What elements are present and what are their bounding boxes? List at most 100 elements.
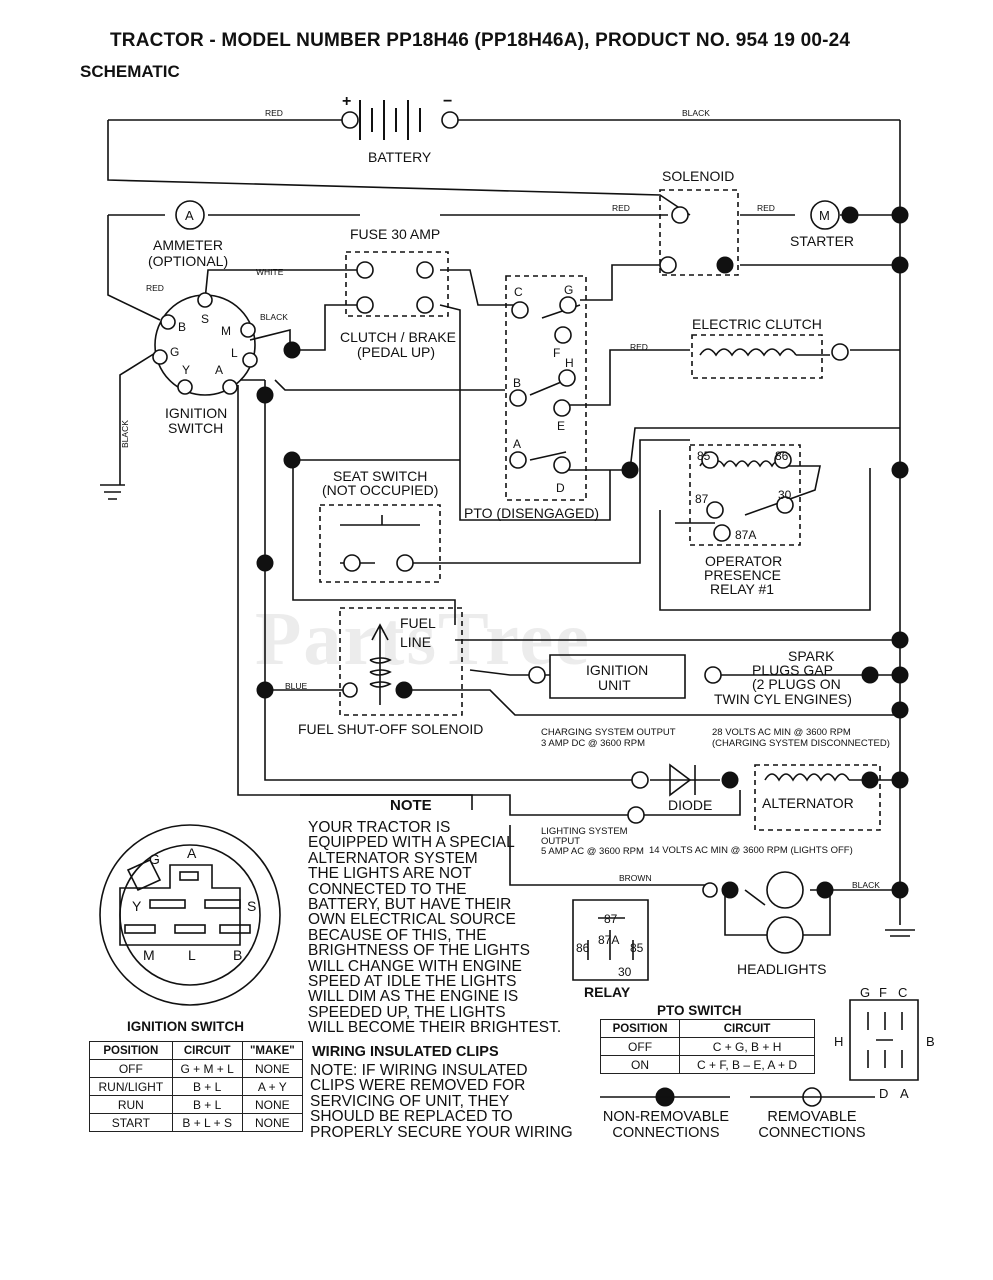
wire-red-starter: RED bbox=[757, 203, 775, 213]
ign-terminal-y: Y bbox=[182, 363, 190, 377]
pto-diagram-g: G bbox=[860, 985, 870, 1000]
page-subtitle: SCHEMATIC bbox=[80, 62, 180, 81]
legend-line: NON-REMOVABLE bbox=[602, 1109, 730, 1125]
wire-black-ground: BLACK bbox=[120, 420, 130, 448]
note-line: WILL CHANGE WITH ENGINE bbox=[308, 957, 522, 975]
pto-switch-table: POSITION CIRCUIT OFF C + G, B + H ON C +… bbox=[599, 1019, 815, 1074]
plug-letter-m: M bbox=[143, 947, 155, 963]
wire-red-solenoid: RED bbox=[612, 203, 630, 213]
ign-terminal-l: L bbox=[231, 346, 238, 360]
headlights-label: HEADLIGHTS bbox=[737, 961, 826, 977]
pto-diagram-b: B bbox=[926, 1034, 935, 1049]
table-row: RUN B + L NONE bbox=[89, 1095, 304, 1114]
plug-letter-g: G bbox=[149, 851, 160, 867]
relay-diagram-86: 86 bbox=[576, 941, 590, 955]
pto-diagram-d: D bbox=[879, 1086, 888, 1101]
diode-label: DIODE bbox=[668, 797, 712, 813]
lighting-output-label: LIGHTING SYSTEM bbox=[541, 826, 628, 837]
wire-white: WHITE bbox=[256, 267, 284, 277]
note-text: YOUR TRACTOR IS EQUIPPED WITH A SPECIAL … bbox=[308, 820, 561, 1036]
pto-diagram-c: C bbox=[898, 985, 907, 1000]
table-header: CIRCUIT bbox=[171, 1041, 243, 1060]
note-line: ALTERNATOR SYSTEM bbox=[308, 849, 478, 867]
ignition-table-caption: IGNITION SWITCH bbox=[127, 1019, 244, 1034]
plug-letter-y: Y bbox=[132, 898, 142, 914]
pto-terminal-a: A bbox=[513, 437, 521, 451]
pto-diagram-a: A bbox=[900, 1086, 909, 1101]
table-row: ON C + F, B – E, A + D bbox=[599, 1055, 815, 1074]
relay-terminal-30: 30 bbox=[778, 488, 792, 502]
clips-line: SERVICING OF UNIT, THEY bbox=[310, 1092, 510, 1110]
note-line: THE LIGHTS ARE NOT bbox=[308, 865, 472, 883]
relay-diagram-85: 85 bbox=[630, 941, 644, 955]
pto-diagram-h: H bbox=[834, 1034, 843, 1049]
solenoid-label: SOLENOID bbox=[662, 168, 734, 184]
legend-non-removable: NON-REMOVABLE CONNECTIONS bbox=[596, 1109, 736, 1141]
table-cell: B + L bbox=[171, 1077, 243, 1096]
wire-black-ignition: BLACK bbox=[260, 312, 288, 322]
ignition-switch-label-2: SWITCH bbox=[168, 420, 223, 436]
relay-terminal-87a: 87A bbox=[735, 528, 756, 542]
fuel-solenoid-label: FUEL SHUT-OFF SOLENOID bbox=[298, 721, 483, 737]
pto-terminal-g: G bbox=[564, 283, 573, 297]
starter-motor-symbol: M bbox=[819, 208, 830, 223]
spark-plugs-label: SPARK bbox=[788, 648, 835, 664]
note-title: NOTE bbox=[390, 797, 432, 814]
battery-negative-sign: − bbox=[443, 93, 452, 110]
relay-terminal-86: 86 bbox=[775, 449, 789, 463]
seat-switch-state: (NOT OCCUPIED) bbox=[322, 482, 438, 498]
wire-red-battery: RED bbox=[265, 108, 283, 118]
note-line: OWN ELECTRICAL SOURCE bbox=[308, 911, 516, 929]
legend-line: CONNECTIONS bbox=[758, 1125, 866, 1141]
note-line: WILL BECOME THEIR BRIGHTEST. bbox=[308, 1019, 562, 1037]
relay-label-1: OPERATOR bbox=[705, 553, 782, 569]
watermark: PartsTree bbox=[255, 597, 591, 681]
table-cell: C + F, B – E, A + D bbox=[679, 1055, 815, 1074]
table-cell: NONE bbox=[241, 1113, 304, 1132]
note-line: YOUR TRACTOR IS bbox=[308, 819, 451, 836]
pto-terminal-f: F bbox=[553, 346, 560, 360]
table-header: "MAKE" bbox=[241, 1041, 304, 1060]
plug-letter-l: L bbox=[188, 947, 196, 963]
pto-table-caption: PTO SWITCH bbox=[657, 1003, 742, 1018]
table-cell: C + G, B + H bbox=[679, 1037, 815, 1056]
wire-red-ignition: RED bbox=[146, 283, 164, 293]
lighting-output-label-2: OUTPUT bbox=[541, 836, 580, 847]
battery-label: BATTERY bbox=[368, 149, 432, 165]
table-cell: OFF bbox=[89, 1059, 173, 1078]
table-cell: NONE bbox=[241, 1059, 304, 1078]
spark-plugs-label-4: TWIN CYL ENGINES) bbox=[714, 691, 852, 707]
ign-terminal-b: B bbox=[178, 320, 186, 334]
plug-letter-s: S bbox=[247, 898, 256, 914]
relay-diagram-87a: 87A bbox=[598, 933, 619, 947]
relay-diagram-30: 30 bbox=[618, 965, 632, 979]
table-cell: B + L + S bbox=[171, 1113, 243, 1132]
seat-switch-label: SEAT SWITCH bbox=[333, 468, 427, 484]
plug-letter-b: B bbox=[233, 947, 242, 963]
ignition-switch-label: IGNITION bbox=[165, 405, 227, 421]
clutch-brake-state: (PEDAL UP) bbox=[357, 344, 435, 360]
table-row: RUN/LIGHT B + L A + Y bbox=[89, 1077, 304, 1096]
table-cell: RUN/LIGHT bbox=[89, 1077, 173, 1096]
lighting-output-value: 5 AMP AC @ 3600 RPM bbox=[541, 846, 644, 857]
electric-clutch-label: ELECTRIC CLUTCH bbox=[692, 316, 822, 332]
ammeter-label: AMMETER bbox=[153, 237, 223, 253]
clutch-brake-label: CLUTCH / BRAKE bbox=[340, 329, 456, 345]
note-line: WILL DIM AS THE ENGINE IS bbox=[308, 988, 519, 1006]
relay-terminal-87: 87 bbox=[695, 492, 709, 506]
note-line: BECAUSE OF THIS, THE bbox=[308, 926, 487, 944]
charging-output-label: CHARGING SYSTEM OUTPUT bbox=[541, 727, 676, 738]
legend-line: REMOVABLE bbox=[767, 1109, 857, 1125]
relay-label-3: RELAY #1 bbox=[710, 581, 774, 597]
table-header-row: POSITION CIRCUIT bbox=[599, 1019, 815, 1038]
alternator-label: ALTERNATOR bbox=[762, 795, 854, 811]
wire-blue: BLUE bbox=[285, 681, 308, 691]
ammeter-symbol: A bbox=[185, 208, 194, 223]
table-header: CIRCUIT bbox=[679, 1019, 815, 1038]
table-cell: ON bbox=[599, 1055, 681, 1074]
note-line: CONNECTED TO THE bbox=[308, 880, 467, 898]
table-row: OFF C + G, B + H bbox=[599, 1037, 815, 1056]
pto-diagram-f: F bbox=[879, 985, 887, 1000]
wire-black-headlights: BLACK bbox=[852, 880, 880, 890]
